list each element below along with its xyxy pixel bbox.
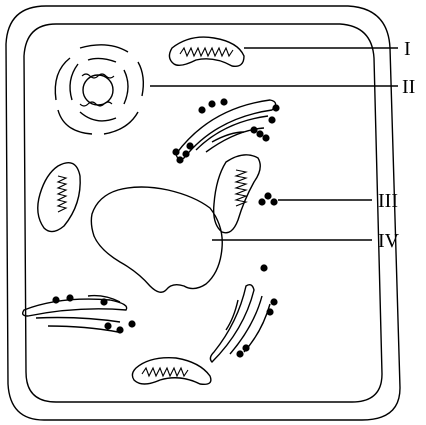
mitochondrion-right (214, 155, 261, 233)
label-ii: II (402, 76, 415, 98)
rough-er-lower-right (210, 285, 270, 362)
ribosome-cluster (258, 192, 277, 205)
label-iv: IV (378, 230, 400, 252)
cell-membrane (24, 24, 382, 402)
cell-wall (6, 6, 400, 420)
mitochondrion-left (38, 163, 80, 232)
label-iii: III (378, 190, 398, 212)
nucleus (91, 187, 222, 292)
rough-er-upper (176, 100, 276, 159)
mitochondrion-top (169, 37, 244, 66)
label-i: I (404, 38, 411, 60)
golgi-apparatus (55, 45, 143, 134)
mitochondrion-bottom (132, 358, 210, 385)
